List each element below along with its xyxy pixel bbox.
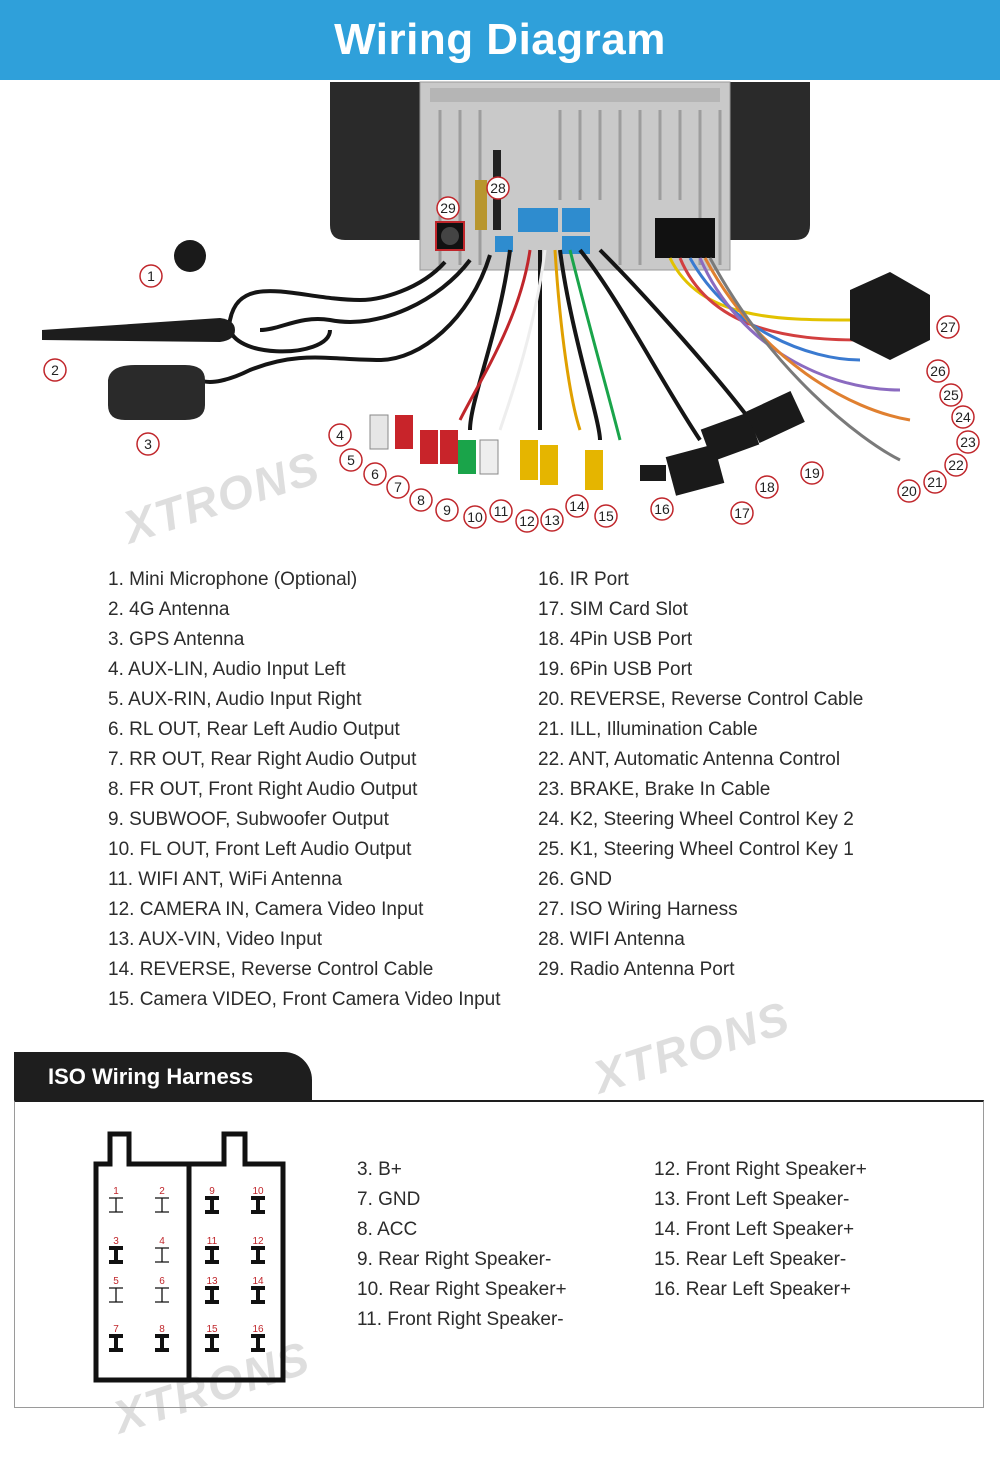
callout-15: 15: [598, 508, 614, 524]
callout-14: 14: [569, 498, 585, 514]
callout-27: 27: [940, 319, 956, 335]
iso-pin-list-right: 12. Front Right Speaker+ 13. Front Left …: [654, 1155, 867, 1305]
legend-item: 5. AUX-RIN, Audio Input Right: [108, 689, 362, 710]
callout-6: 6: [371, 466, 379, 482]
callout-8: 8: [417, 492, 425, 508]
iso-pin-item: 7. GND: [357, 1189, 421, 1210]
callout-25: 25: [943, 387, 959, 403]
legend-item: 7. RR OUT, Rear Right Audio Output: [108, 749, 417, 770]
callout-1: 1: [147, 268, 155, 284]
callout-24: 24: [955, 409, 971, 425]
callout-21: 21: [927, 474, 943, 490]
callout-11: 11: [494, 503, 509, 519]
callout-28: 28: [490, 180, 506, 196]
callout-22: 22: [948, 457, 964, 473]
legend-item: 17. SIM Card Slot: [538, 599, 688, 620]
pin-number: 5: [113, 1276, 119, 1287]
legend-item: 18. 4Pin USB Port: [538, 629, 693, 650]
legend-item: 12. CAMERA IN, Camera Video Input: [108, 899, 424, 920]
iso-pin-item: 15. Rear Left Speaker-: [654, 1249, 847, 1270]
watermark-brand: XTRONS: [586, 990, 797, 1104]
pin-number: 7: [113, 1324, 119, 1335]
legend-item: 21. ILL, Illumination Cable: [538, 719, 758, 740]
iso-section-tab: ISO Wiring Harness: [14, 1052, 312, 1100]
pin-number: 3: [113, 1236, 119, 1247]
callout-18: 18: [759, 479, 775, 495]
header-banner: Wiring Diagram: [0, 0, 1000, 80]
pin-number: 6: [159, 1276, 165, 1287]
callout-23: 23: [960, 434, 976, 450]
legend-item: 25. K1, Steering Wheel Control Key 1: [538, 839, 854, 860]
legend-item: 26. GND: [538, 869, 612, 890]
legend-item: 23. BRAKE, Brake In Cable: [538, 779, 771, 800]
pin-number: 9: [209, 1186, 215, 1197]
product-wiring-illustration: 1 2 3 4 5 6 7 8 9 10 11 12 13 14 15 16 1…: [42, 81, 980, 533]
legend-item: 27. ISO Wiring Harness: [538, 899, 738, 920]
legend-item: 3. GPS Antenna: [108, 629, 245, 650]
legend-left-column: 1. Mini Microphone (Optional) 2. 4G Ante…: [108, 565, 501, 1015]
legend-item: 6. RL OUT, Rear Left Audio Output: [108, 719, 400, 740]
legend-right-column: 16. IR Port 17. SIM Card Slot 18. 4Pin U…: [538, 565, 863, 985]
legend-item: 24. K2, Steering Wheel Control Key 2: [538, 809, 854, 830]
callout-12: 12: [519, 513, 535, 529]
iso-pin-item: 13. Front Left Speaker-: [654, 1189, 850, 1210]
iso-section-title: ISO Wiring Harness: [48, 1064, 254, 1089]
pin-number: 14: [252, 1276, 264, 1287]
callout-16: 16: [654, 501, 670, 517]
iso-pin-item: 8. ACC: [357, 1219, 418, 1240]
pin-number: 4: [159, 1236, 165, 1247]
callout-29: 29: [440, 200, 456, 216]
legend-item: 1. Mini Microphone (Optional): [108, 569, 358, 590]
iso-pin-item: 10. Rear Right Speaker+: [357, 1279, 567, 1300]
legend-item: 8. FR OUT, Front Right Audio Output: [108, 779, 418, 800]
legend-item: 28. WIFI Antenna: [538, 929, 685, 950]
legend-item: 9. SUBWOOF, Subwoofer Output: [108, 809, 389, 830]
pin-number: 15: [206, 1324, 218, 1335]
legend-item: 15. Camera VIDEO, Front Camera Video Inp…: [108, 989, 501, 1010]
pin-number: 11: [207, 1236, 218, 1247]
iso-section-box: [14, 1100, 984, 1408]
callout-13: 13: [544, 512, 560, 528]
pin-number: 16: [252, 1324, 264, 1335]
iso-pin-item: 3. B+: [357, 1159, 402, 1180]
callout-2: 2: [51, 362, 59, 378]
iso-pin-item: 16. Rear Left Speaker+: [654, 1279, 851, 1300]
legend-item: 4. AUX-LIN, Audio Input Left: [108, 659, 346, 680]
legend-item: 22. ANT, Automatic Antenna Control: [538, 749, 841, 770]
callout-7: 7: [394, 479, 402, 495]
callout-20: 20: [901, 483, 917, 499]
pin-number: 13: [206, 1276, 218, 1287]
legend-item: 13. AUX-VIN, Video Input: [108, 929, 323, 950]
pin-number: 8: [159, 1324, 165, 1335]
callout-10: 10: [467, 509, 483, 525]
callout-3: 3: [144, 436, 152, 452]
legend-item: 14. REVERSE, Reverse Control Cable: [108, 959, 434, 980]
iso-pin-item: 14. Front Left Speaker+: [654, 1219, 855, 1240]
callout-4: 4: [336, 427, 344, 443]
legend-item: 16. IR Port: [538, 569, 629, 590]
legend-item: 11. WIFI ANT, WiFi Antenna: [108, 869, 343, 890]
iso-pin-item: 12. Front Right Speaker+: [654, 1159, 867, 1180]
iso-pin-item: 9. Rear Right Speaker-: [357, 1249, 552, 1270]
callout-17: 17: [734, 505, 750, 521]
legend-item: 10. FL OUT, Front Left Audio Output: [108, 839, 412, 860]
pin-number: 2: [159, 1186, 165, 1197]
iso-pin-list-left: 3. B+ 7. GND 8. ACC 9. Rear Right Speake…: [357, 1155, 567, 1335]
pin-number: 10: [252, 1186, 264, 1197]
iso-pin-item: 11. Front Right Speaker-: [357, 1309, 564, 1330]
legend-item: 29. Radio Antenna Port: [538, 959, 735, 980]
legend-item: 20. REVERSE, Reverse Control Cable: [538, 689, 864, 710]
legend-item: 2. 4G Antenna: [108, 599, 230, 620]
iso-connector-diagram: 1 2 3 4 5 6 7 8 9 10 11 12 13 14 15 16: [93, 1131, 286, 1383]
callout-9: 9: [443, 502, 451, 518]
legend-item: 19. 6Pin USB Port: [538, 659, 693, 680]
callout-5: 5: [347, 452, 355, 468]
callout-19: 19: [804, 465, 820, 481]
page-title: Wiring Diagram: [334, 15, 666, 64]
pin-number: 12: [252, 1236, 264, 1247]
pin-number: 1: [113, 1186, 119, 1197]
callout-26: 26: [930, 363, 946, 379]
